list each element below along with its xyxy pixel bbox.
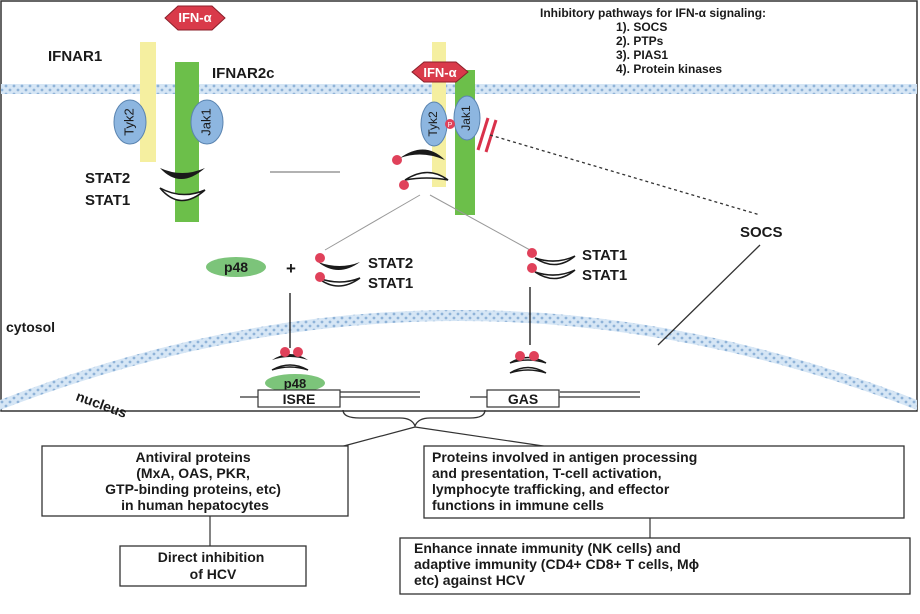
ifnar1-receptor — [140, 42, 156, 162]
tyk2-label-right: Tyk2 — [426, 111, 440, 137]
ifnar1-label: IFNAR1 — [48, 48, 102, 65]
jak1-label-right: Jak1 — [459, 105, 473, 131]
path-to-gaf — [429, 194, 531, 251]
stat1-label-isgf3: STAT1 — [368, 275, 413, 292]
stat1-dimer-gaf-top — [534, 255, 576, 266]
stat2-crescent-left — [160, 168, 205, 179]
inhibitory-title: Inhibitory pathways for IFN-α signaling: — [540, 6, 766, 20]
stat1-crescent-left — [159, 187, 206, 202]
socs-block-mark-2 — [484, 119, 498, 153]
nucleus-label: nucleus — [74, 388, 129, 421]
p48-nuclear — [265, 374, 325, 392]
p48-label: p48 — [224, 259, 248, 275]
inhibitory-list: 1). SOCS 2). PTPs 3). PIAS1 4). Protein … — [616, 20, 722, 76]
stat1-nuclear-gaf-top — [509, 356, 547, 364]
phospho-stat1-isgf3 — [315, 272, 325, 282]
antiviral-proteins-text: Antiviral proteins (MxA, OAS, PKR, GTP-b… — [105, 449, 285, 513]
nuclear-envelope — [0, 310, 917, 410]
isre-element — [257, 389, 341, 408]
enhance-immunity-text: Enhance innate immunity (NK cells) and a… — [414, 540, 703, 588]
jak1-label-left: Jak1 — [198, 108, 213, 135]
brace-to-immune — [414, 426, 551, 448]
stat1-nuclear-gaf-bottom — [509, 366, 547, 374]
output-brace — [342, 409, 486, 428]
ifn-alpha-ligand-right — [411, 61, 469, 83]
p48-nuclear-label: p48 — [284, 376, 306, 391]
immune-proteins-box — [423, 445, 905, 519]
stat1-nuclear-isgf3 — [271, 364, 309, 371]
immune-proteins-text: Proteins involved in antigen processing … — [432, 449, 701, 513]
direct-inhibition-box — [119, 545, 307, 587]
tyk2-label-left: Tyk2 — [121, 108, 136, 135]
socs-nuclear-line — [657, 244, 761, 346]
isre-label: ISRE — [283, 391, 316, 407]
ifnar2c-label: IFNAR2c — [212, 65, 275, 82]
cytosol-label: cytosol — [6, 319, 55, 335]
phospho-nuclear-gaf-2 — [529, 351, 539, 361]
ifnar2c-receptor-active — [455, 70, 475, 215]
phospho-nuclear-isgf3-1 — [280, 347, 290, 357]
stat2-label-left: STAT2 — [85, 170, 130, 187]
jak1-kinase-right — [453, 95, 481, 141]
path-to-isgf3 — [324, 194, 421, 251]
plus-sign: + — [286, 259, 296, 278]
stat1-label-gaf-bottom: STAT1 — [582, 267, 627, 284]
phospho-stat1-gaf-bottom — [527, 263, 537, 273]
phospho-stat2-isgf3 — [315, 253, 325, 263]
phospho-receptor-label: P — [448, 122, 453, 129]
ifn-alpha-ligand-left — [164, 5, 226, 31]
gas-element — [486, 389, 560, 408]
p48-protein — [206, 257, 266, 277]
gas-label: GAS — [508, 391, 538, 407]
direct-inhibition-text: Direct inhibition of HCV — [158, 549, 268, 582]
phospho-receptor — [445, 119, 455, 129]
stat1-label-left: STAT1 — [85, 192, 130, 209]
cell-frame — [0, 0, 918, 412]
stat2-dimer-isgf3 — [318, 262, 360, 270]
phospho-stat1-gaf-top — [527, 248, 537, 258]
stat2-label-isgf3: STAT2 — [368, 255, 413, 272]
tyk2-kinase-left — [113, 99, 147, 145]
phospho-nuclear-gaf-1 — [515, 351, 525, 361]
jak1-kinase-left — [190, 99, 224, 145]
stat2-nuclear-isgf3 — [272, 354, 308, 360]
stat2-crescent-release — [400, 149, 445, 160]
antiviral-proteins-box — [41, 445, 349, 517]
stat1-dimer-gaf-bottom — [534, 269, 576, 280]
ifn-alpha-label-right: IFN-α — [423, 65, 456, 80]
phospho-stat1-release — [399, 180, 409, 190]
socs-inhibition-line — [489, 134, 761, 216]
stat1-crescent-release — [404, 171, 449, 181]
phospho-stat2-release — [392, 155, 402, 165]
enhance-immunity-box — [399, 537, 911, 595]
ifn-alpha-label-left: IFN-α — [178, 10, 211, 25]
socs-block-mark-1 — [476, 117, 490, 151]
stat1-label-gaf-top: STAT1 — [582, 247, 627, 264]
socs-label: SOCS — [740, 224, 783, 241]
phospho-nuclear-isgf3-2 — [293, 347, 303, 357]
brace-to-antiviral — [339, 426, 416, 448]
stat1-dimer-isgf3 — [317, 277, 361, 287]
